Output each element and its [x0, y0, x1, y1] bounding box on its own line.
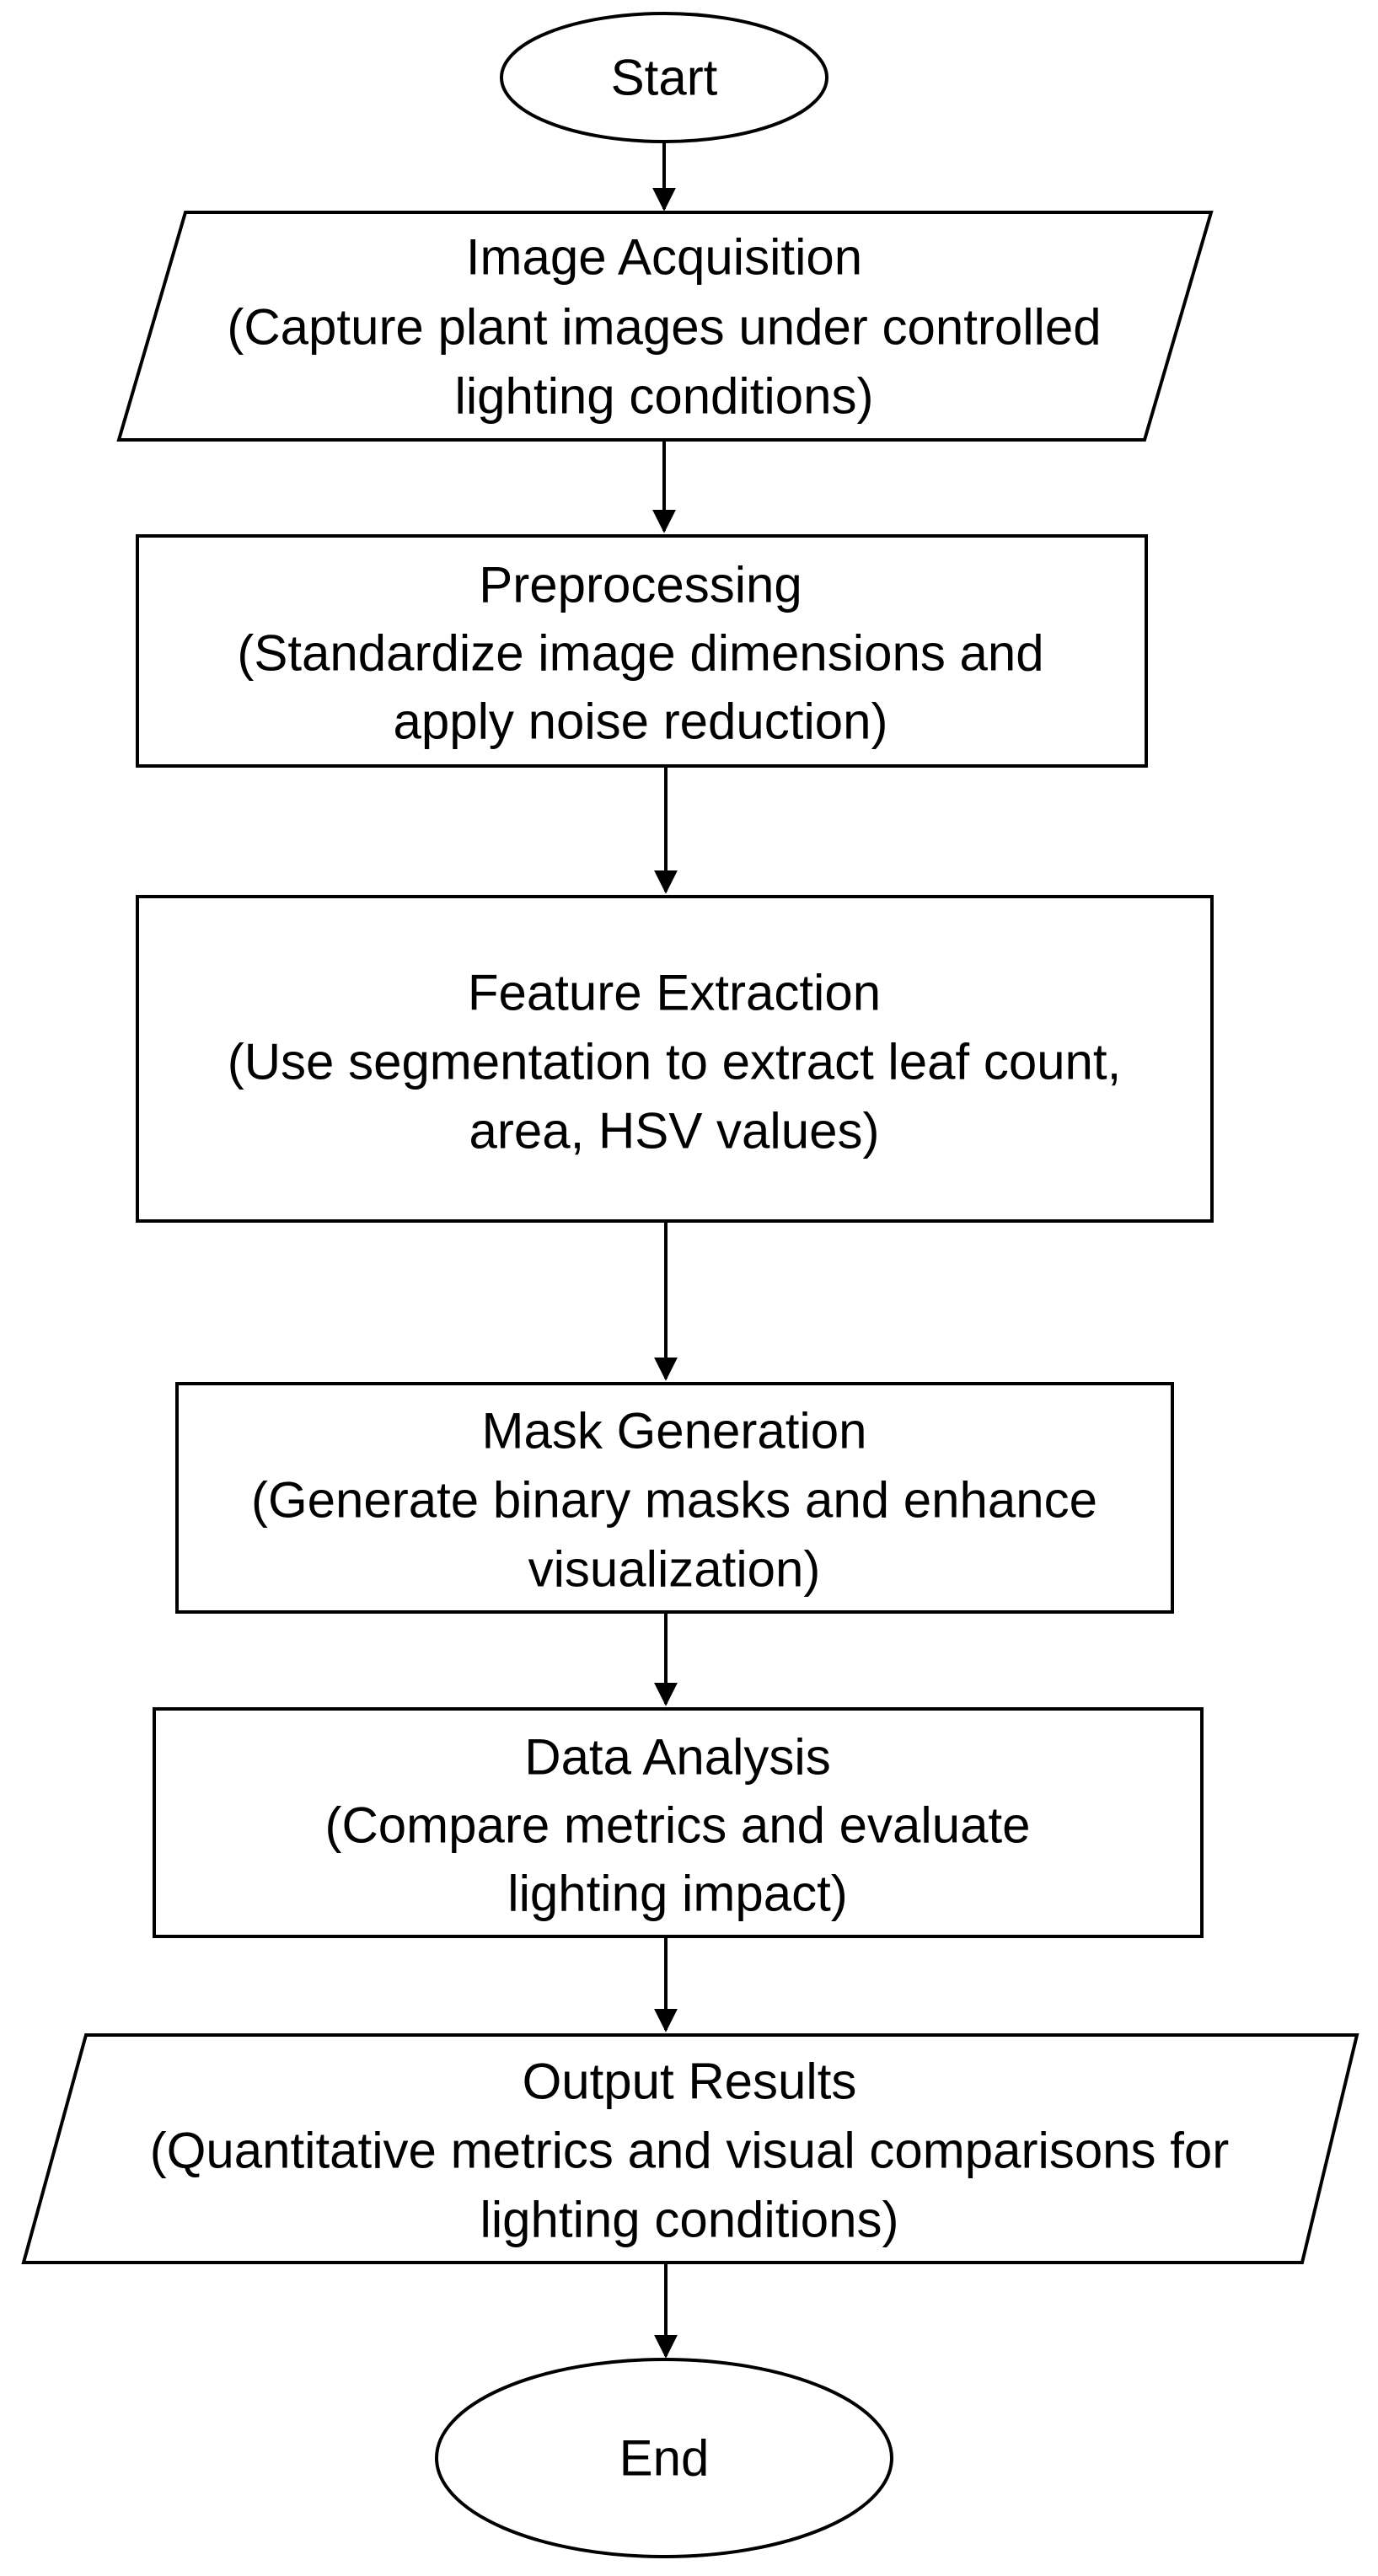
data-analysis-shape — [153, 1707, 1204, 1938]
data-analysis-line-3: lighting impact) — [507, 1866, 848, 1922]
mask-generation-line-2: (Generate binary masks and enhance — [251, 1472, 1097, 1529]
start-ellipse — [500, 12, 828, 143]
step-output-results: Output Results (Quantitative metrics and… — [21, 2033, 1359, 2264]
image-acquisition-title: Image Acquisition — [466, 229, 862, 286]
image-acquisition-shape — [116, 211, 1214, 442]
output-results-line-2: (Quantitative metrics and visual compari… — [150, 2123, 1230, 2179]
feature-extraction-line-2: (Use segmentation to extract leaf count, — [228, 1034, 1122, 1090]
end-ellipse — [435, 2358, 893, 2558]
data-analysis-line-2: (Compare metrics and evaluate — [324, 1797, 1030, 1854]
step-mask-generation: Mask Generation (Generate binary masks a… — [175, 1382, 1174, 1614]
step-preprocessing: Preprocessing (Standardize image dimensi… — [136, 534, 1148, 768]
connectors — [652, 142, 678, 2359]
feature-extraction-shape — [136, 895, 1214, 1223]
start-label: Start — [611, 50, 718, 106]
feature-extraction-title: Feature Extraction — [468, 965, 881, 1021]
output-results-shape — [21, 2033, 1359, 2264]
output-results-line-3: lighting conditions) — [480, 2192, 899, 2248]
end-node: End — [435, 2358, 893, 2558]
end-label: End — [619, 2430, 710, 2487]
mask-generation-shape — [175, 1382, 1174, 1614]
preprocessing-line-2: (Standardize image dimensions and — [237, 625, 1043, 682]
step-data-analysis: Data Analysis (Compare metrics and evalu… — [153, 1707, 1204, 1938]
feature-extraction-line-3: area, HSV values) — [469, 1103, 880, 1159]
mask-generation-title: Mask Generation — [482, 1403, 867, 1459]
image-acquisition-line-3: lighting conditions) — [455, 368, 874, 425]
preprocessing-line-3: apply noise reduction) — [393, 694, 887, 750]
start-node: Start — [500, 12, 828, 143]
image-acquisition-line-2: (Capture plant images under controlled — [227, 299, 1101, 356]
step-feature-extraction: Feature Extraction (Use segmentation to … — [136, 895, 1214, 1223]
preprocessing-title: Preprocessing — [479, 557, 802, 613]
mask-generation-line-3: visualization) — [528, 1541, 821, 1598]
data-analysis-title: Data Analysis — [524, 1729, 831, 1786]
preprocessing-shape — [136, 534, 1148, 768]
output-results-title: Output Results — [523, 2054, 857, 2110]
step-image-acquisition: Image Acquisition (Capture plant images … — [116, 211, 1214, 442]
